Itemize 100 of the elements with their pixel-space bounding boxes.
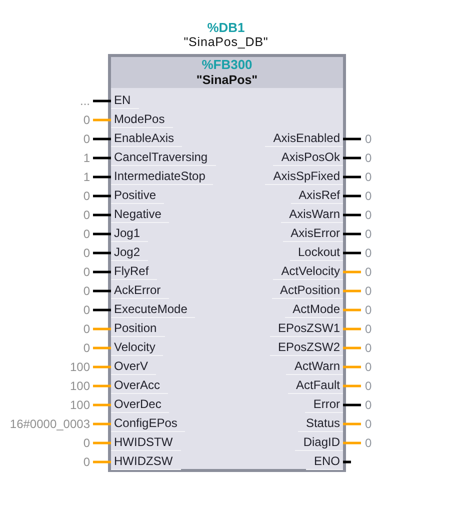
parameter-value: 100 <box>70 380 93 392</box>
wire <box>343 176 361 178</box>
wire <box>343 270 361 274</box>
parameter-value: 0 <box>83 437 93 449</box>
wire <box>93 176 111 178</box>
parameter-value: 0 <box>83 266 93 278</box>
wire <box>93 290 111 292</box>
wire <box>343 252 361 254</box>
output-pin-label: AxisError <box>282 226 343 242</box>
input-pin-label: HWIDSTW <box>111 435 181 451</box>
parameter-value: 0 <box>83 114 93 126</box>
parameter-value: 0 <box>83 342 93 354</box>
input-pin-label: CancelTraversing <box>111 150 216 166</box>
output-pin-label: AxisRef <box>290 188 343 204</box>
input-pin-label: HWIDZSW <box>111 454 181 470</box>
output-pin-label: ActVelocity <box>273 264 343 280</box>
output-pin-label: AxisSpFixed <box>265 169 343 185</box>
parameter-value: 0 <box>361 247 372 259</box>
input-pin-label: Jog2 <box>111 245 148 261</box>
output-pin-label: AxisPosOk <box>273 150 343 166</box>
parameter-value: 0 <box>361 323 372 335</box>
parameter-value: 0 <box>361 228 372 240</box>
instance-db-address: %DB1 <box>207 20 245 35</box>
parameter-value: 0 <box>361 133 372 145</box>
wire <box>343 422 361 426</box>
input-pin-label: OverDec <box>111 397 170 413</box>
parameter-value: 0 <box>83 190 93 202</box>
wire <box>343 328 361 330</box>
wire <box>343 404 361 406</box>
wire <box>93 252 111 254</box>
parameter-value: 100 <box>70 361 93 373</box>
input-pin-label: EN <box>111 93 139 109</box>
output-pin-label: EPosZSW1 <box>270 321 343 337</box>
wire <box>93 460 111 464</box>
wire <box>93 194 111 198</box>
wire <box>93 118 111 122</box>
parameter-value: 1 <box>83 171 93 183</box>
output-pin-label: EPosZSW2 <box>270 340 343 356</box>
parameter-value: 0 <box>83 209 93 221</box>
parameter-value: ... <box>80 95 93 107</box>
wire <box>93 232 111 236</box>
output-pin-label: ActMode <box>284 302 343 318</box>
wire <box>93 100 111 102</box>
parameter-value: 0 <box>83 456 93 468</box>
wire <box>93 366 111 368</box>
input-pin-label: IntermediateStop <box>111 169 214 185</box>
parameter-value: 0 <box>361 342 372 354</box>
wire <box>93 422 111 426</box>
wire <box>93 156 111 160</box>
input-pin-label: ModePos <box>111 112 173 128</box>
wire <box>93 404 111 406</box>
output-pin-label: AxisWarn <box>281 207 343 223</box>
wire <box>93 214 111 216</box>
block-title: "SinaPos" <box>196 73 258 87</box>
output-pin-label: Status <box>298 416 343 432</box>
output-pin-label: ActPosition <box>272 283 343 299</box>
input-pin-label: OverV <box>111 359 156 375</box>
wire <box>93 138 111 140</box>
input-pin-label: ExecuteMode <box>111 302 196 318</box>
parameter-value: 0 <box>83 285 93 297</box>
wire <box>343 156 361 160</box>
wire <box>93 384 111 388</box>
wire <box>343 442 361 444</box>
parameter-value: 0 <box>83 304 93 316</box>
wire <box>343 194 361 198</box>
output-pin-label: ActWarn <box>286 359 343 375</box>
wire <box>343 346 361 350</box>
input-pin-label: Negative <box>111 207 170 223</box>
parameter-value: 0 <box>361 418 372 430</box>
parameter-value: 0 <box>361 152 372 164</box>
output-pin-label: DiagID <box>295 435 343 451</box>
input-pin-label: Position <box>111 321 165 337</box>
output-pin-label: Error <box>305 397 343 413</box>
parameter-value: 0 <box>83 133 93 145</box>
input-pin-label: ConfigEPos <box>111 416 186 432</box>
input-pin-label: Velocity <box>111 340 164 356</box>
parameter-value: 1 <box>83 152 93 164</box>
parameter-value: 0 <box>83 323 93 335</box>
input-pin-label: OverAcc <box>111 378 168 394</box>
wire <box>343 308 361 312</box>
parameter-value: 0 <box>361 304 372 316</box>
parameter-value: 0 <box>361 171 372 183</box>
block-address-label: %FB300 <box>202 57 252 72</box>
input-pin-label: Jog1 <box>111 226 148 242</box>
wire <box>343 214 361 216</box>
function-block <box>108 54 346 472</box>
wire <box>93 328 111 330</box>
wire <box>93 346 111 350</box>
wire <box>343 460 351 464</box>
parameter-value: 0 <box>361 380 372 392</box>
parameter-value: 0 <box>361 209 372 221</box>
wire <box>93 442 111 444</box>
wire <box>343 366 361 368</box>
instance-db-name: "SinaPos_DB" <box>184 35 268 49</box>
parameter-value: 0 <box>361 190 372 202</box>
parameter-value: 0 <box>83 228 93 240</box>
wire <box>93 270 111 274</box>
wire <box>93 308 111 312</box>
input-pin-label: EnableAxis <box>111 131 182 147</box>
parameter-value: 0 <box>361 266 372 278</box>
